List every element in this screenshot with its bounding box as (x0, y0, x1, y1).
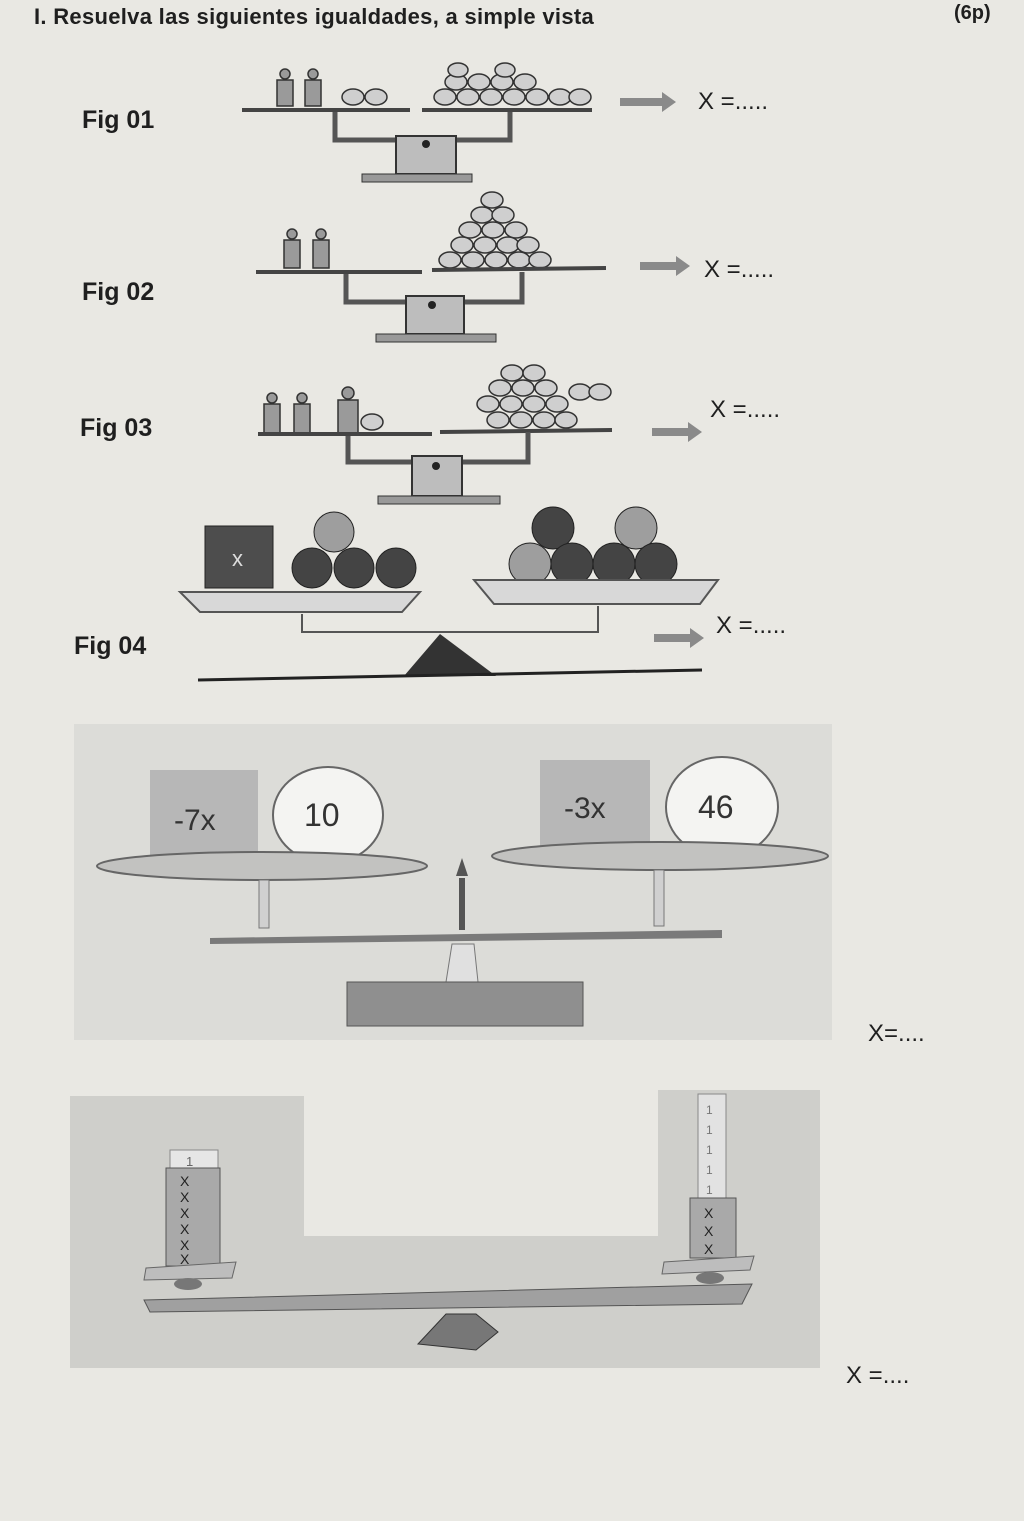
exercise-title: I. Resuelva las siguientes igualdades, a… (34, 4, 595, 29)
fig-04-label: Fig 04 (74, 632, 147, 660)
points-label: (6p) (954, 2, 991, 24)
fig-02-label: Fig 02 (82, 278, 155, 306)
svg-text:1: 1 (706, 1143, 713, 1157)
left-term-box: -7x (174, 804, 216, 837)
svg-text:1: 1 (186, 1154, 193, 1169)
right-term-box: -3x (564, 792, 606, 825)
fig-06-answer: X =.... (846, 1362, 910, 1389)
fig-03-label: Fig 03 (80, 414, 153, 442)
fig-01-left-weights (276, 68, 388, 107)
fig-04-answer: X =..... (716, 612, 787, 639)
svg-text:1: 1 (706, 1103, 713, 1117)
fig-01-label: Fig 01 (82, 106, 155, 134)
svg-text:1: 1 (706, 1163, 713, 1177)
fig-03-answer: X =..... (710, 396, 781, 423)
svg-text:X: X (180, 1221, 190, 1237)
svg-text:1: 1 (706, 1123, 713, 1137)
fig-01-answer: X =..... (698, 88, 769, 115)
svg-text:X: X (180, 1205, 190, 1221)
fig-04-x-box: x (232, 546, 243, 571)
svg-text:X: X (180, 1173, 190, 1189)
fig-05-answer: X=.... (868, 1020, 925, 1047)
fig-02-answer: X =..... (704, 256, 775, 283)
svg-text:X: X (704, 1241, 714, 1257)
right-value-circle: 46 (698, 789, 734, 825)
fig-01-right-balls (433, 62, 592, 106)
left-value-circle: 10 (304, 797, 340, 833)
fig-01-arrow (620, 92, 676, 112)
fig-06-left-tower: 1 X X X X X X (165, 1149, 221, 1267)
svg-text:X: X (704, 1205, 714, 1221)
svg-text:X: X (180, 1189, 190, 1205)
svg-text:X: X (704, 1223, 714, 1239)
fig-06-right-tower: 1 1 1 1 1 X X X (689, 1093, 737, 1259)
svg-text:X: X (180, 1251, 190, 1267)
svg-text:X: X (180, 1237, 190, 1253)
svg-text:1: 1 (706, 1183, 713, 1197)
